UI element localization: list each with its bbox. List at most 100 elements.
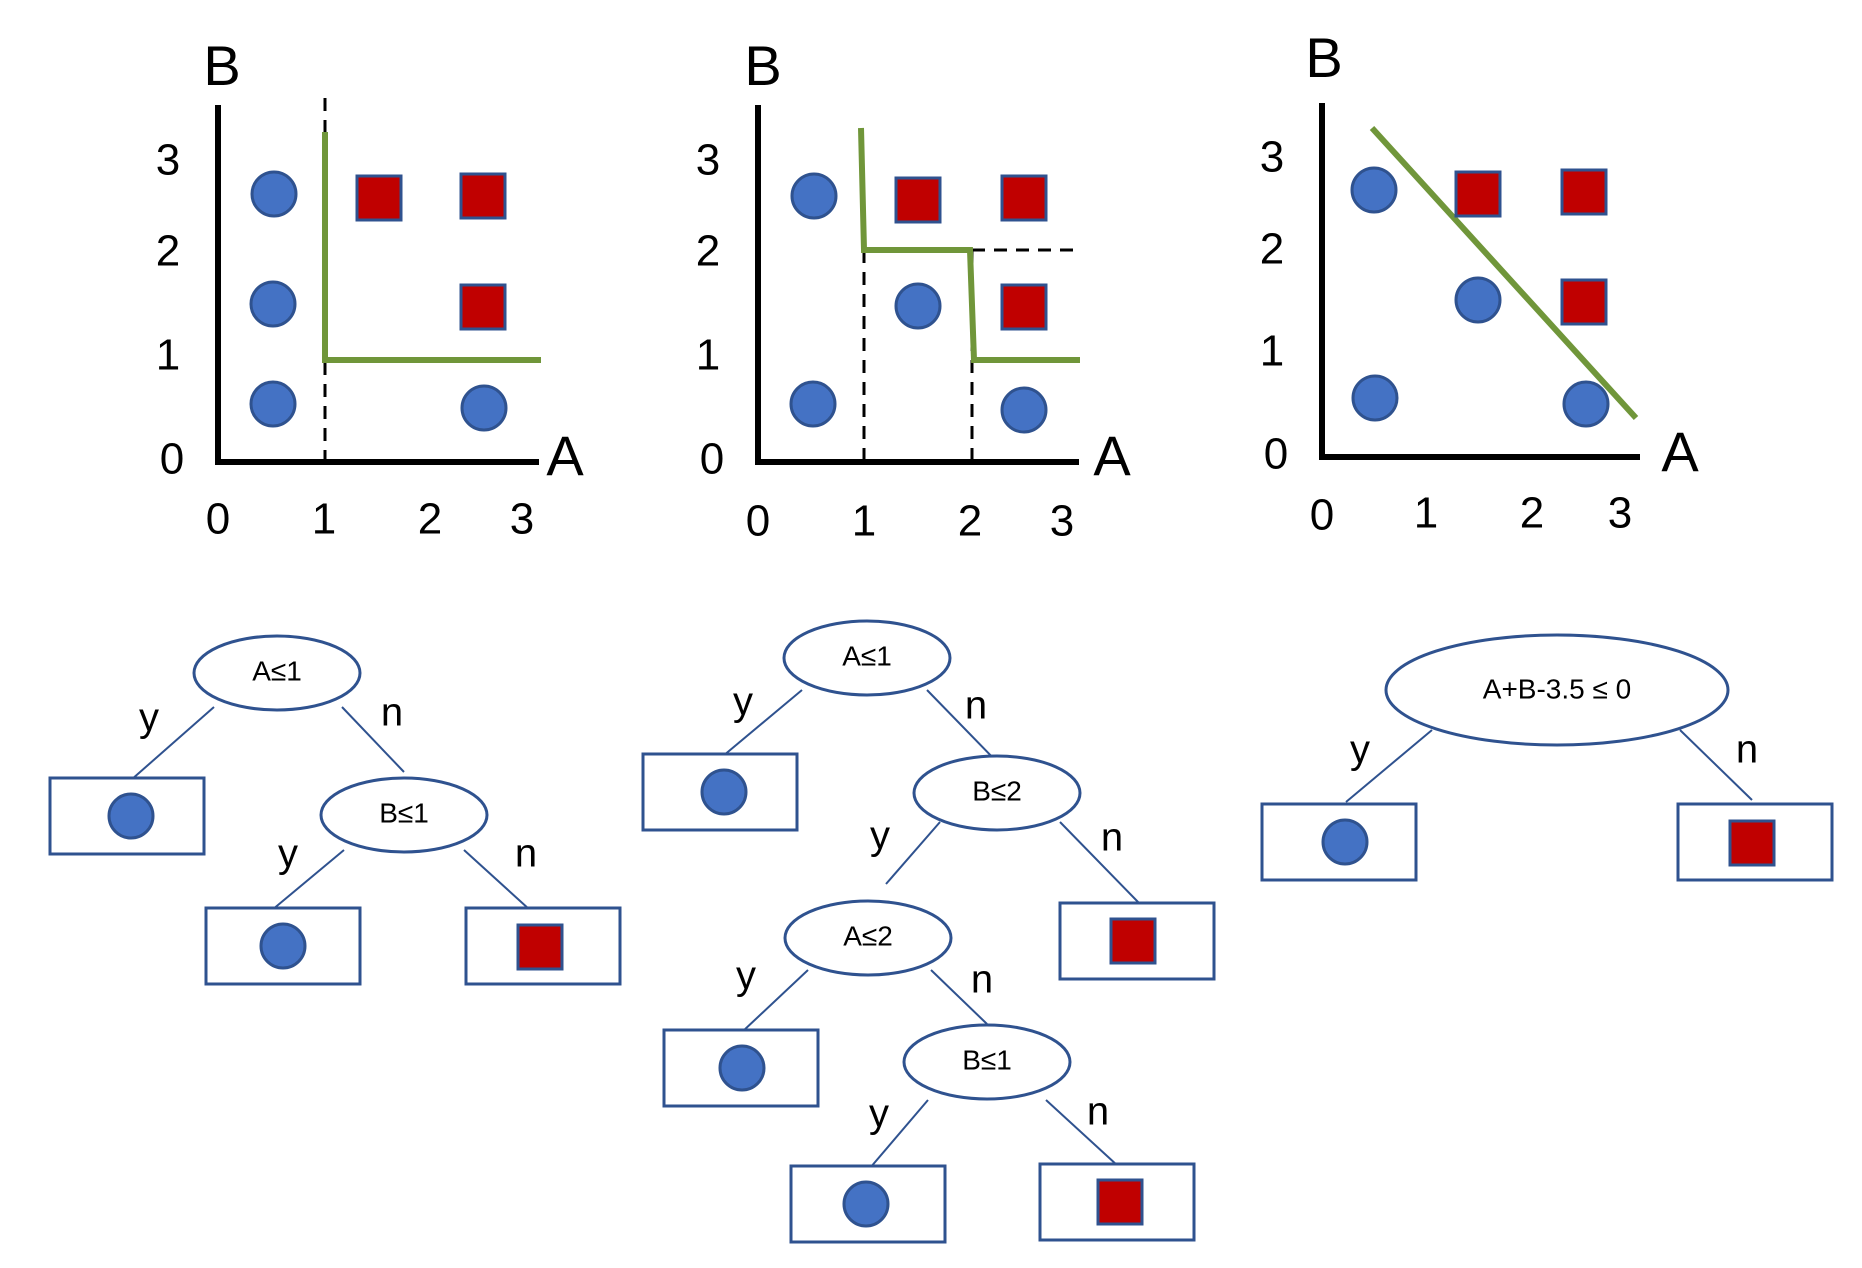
decision-node (192, 634, 362, 712)
circle-point (718, 1044, 766, 1092)
x-tick-label: 3 (1608, 489, 1632, 538)
decision-boundary (1369, 125, 1639, 421)
edge-label-yes: y (139, 696, 159, 740)
decision-node-label: A≤1 (252, 655, 302, 686)
circle-point (107, 792, 155, 840)
square-point (516, 923, 564, 971)
circle-point (249, 380, 297, 428)
square-point (459, 283, 507, 331)
tree-edge (930, 969, 988, 1025)
decision-node (319, 776, 489, 854)
circle-point (790, 172, 838, 220)
decision-boundary (858, 127, 1080, 363)
y-tick-label: 3 (156, 136, 180, 185)
tree-edge (271, 849, 345, 911)
decision-node (912, 754, 1082, 832)
scatter-panel-oblique-split: B A 0 1 2 3 0 1 2 3 (1260, 26, 1700, 540)
circle-point (1321, 818, 1369, 866)
x-axis-label: A (1093, 424, 1131, 487)
edge-label-no: n (971, 958, 993, 1002)
tree-edge (869, 1099, 929, 1169)
square-point (1560, 168, 1608, 216)
edge-label-yes: y (1350, 728, 1370, 772)
tree-edge (341, 706, 405, 773)
x-tick-label: 1 (852, 497, 876, 546)
x-tick-label: 0 (1310, 491, 1334, 540)
tree-edge (885, 821, 941, 885)
circle-point (894, 282, 942, 330)
decision-node (902, 1023, 1072, 1101)
edge-label-yes: y (869, 1092, 889, 1136)
decision-node (783, 899, 953, 977)
x-tick-label: 0 (206, 495, 230, 544)
square-point (355, 174, 403, 222)
tree-edge (1345, 729, 1433, 803)
decision-node-label: A+B-3.5 ≤ 0 (1483, 673, 1631, 704)
y-tick-label: 0 (1264, 430, 1288, 479)
edge-label-yes: y (870, 814, 890, 858)
y-tick-label: 2 (696, 227, 720, 276)
x-axis-label: A (1661, 420, 1699, 483)
edge-label-no: n (515, 832, 537, 876)
edge-label-no: n (381, 691, 403, 735)
x-tick-label: 2 (958, 497, 982, 546)
square-point (1454, 170, 1502, 218)
square-point (1000, 283, 1048, 331)
x-tick-label: 1 (312, 495, 336, 544)
decision-node-label: B≤2 (972, 775, 1022, 806)
circle-point (1351, 374, 1399, 422)
edge-label-no: n (965, 684, 987, 728)
decision-node-label: B≤1 (962, 1044, 1012, 1075)
tree-edge (1045, 1099, 1119, 1167)
decision-node-label: B≤1 (379, 797, 429, 828)
square-point (1560, 278, 1608, 326)
circle-point (259, 922, 307, 970)
y-tick-label: 1 (696, 331, 720, 380)
y-tick-label: 3 (1260, 133, 1284, 182)
y-axis-label: B (744, 34, 781, 97)
square-point (459, 172, 507, 220)
y-axis-label: B (1305, 26, 1342, 89)
x-tick-label: 1 (1414, 489, 1438, 538)
data-points (249, 170, 508, 432)
tree-edge (463, 849, 531, 911)
y-tick-label: 1 (1260, 327, 1284, 376)
data-points (1350, 166, 1610, 428)
decision-boundary (322, 132, 541, 363)
circle-point (250, 170, 298, 218)
x-tick-label: 2 (1520, 489, 1544, 538)
y-tick-label: 1 (156, 331, 180, 380)
x-tick-label: 3 (1050, 497, 1074, 546)
y-tick-label: 2 (156, 227, 180, 276)
square-point (1000, 174, 1048, 222)
y-tick-label: 0 (160, 435, 184, 484)
x-axis-label: A (546, 424, 584, 487)
circle-point (700, 768, 748, 816)
square-point (894, 176, 942, 224)
decision-node-label: A≤1 (842, 640, 892, 671)
decision-node (782, 619, 952, 697)
scatter-panel-axis-aligned-four-splits: B A 0 1 2 3 0 1 2 3 (696, 34, 1132, 546)
decision-tree-1: y n y n A≤1 B≤1 (48, 634, 622, 986)
decision-tree-3: y n A+B-3.5 ≤ 0 (1260, 633, 1834, 882)
decision-tree-2: y n y n y n y n A≤1 B≤2 A≤2 B≤1 (641, 619, 1216, 1244)
x-tick-label: 0 (746, 497, 770, 546)
circle-point (1350, 166, 1398, 214)
tree-edge (1059, 821, 1140, 904)
edge-label-no: n (1101, 816, 1123, 860)
edge-label-yes: y (278, 832, 298, 876)
edge-label-no: n (1736, 728, 1758, 772)
circle-point (249, 280, 297, 328)
scatter-panel-axis-aligned-two-splits: B A 0 1 2 3 0 1 2 3 (156, 34, 585, 544)
decision-node-label: A≤2 (843, 920, 893, 951)
tree-edge (130, 706, 215, 781)
y-tick-label: 0 (700, 435, 724, 484)
decision-node (1384, 633, 1730, 747)
circle-point (460, 384, 508, 432)
x-tick-label: 3 (510, 495, 534, 544)
y-axis-label: B (203, 34, 240, 97)
edge-label-yes: y (736, 954, 756, 998)
tree-edge (1679, 729, 1753, 801)
circle-point (1562, 380, 1610, 428)
